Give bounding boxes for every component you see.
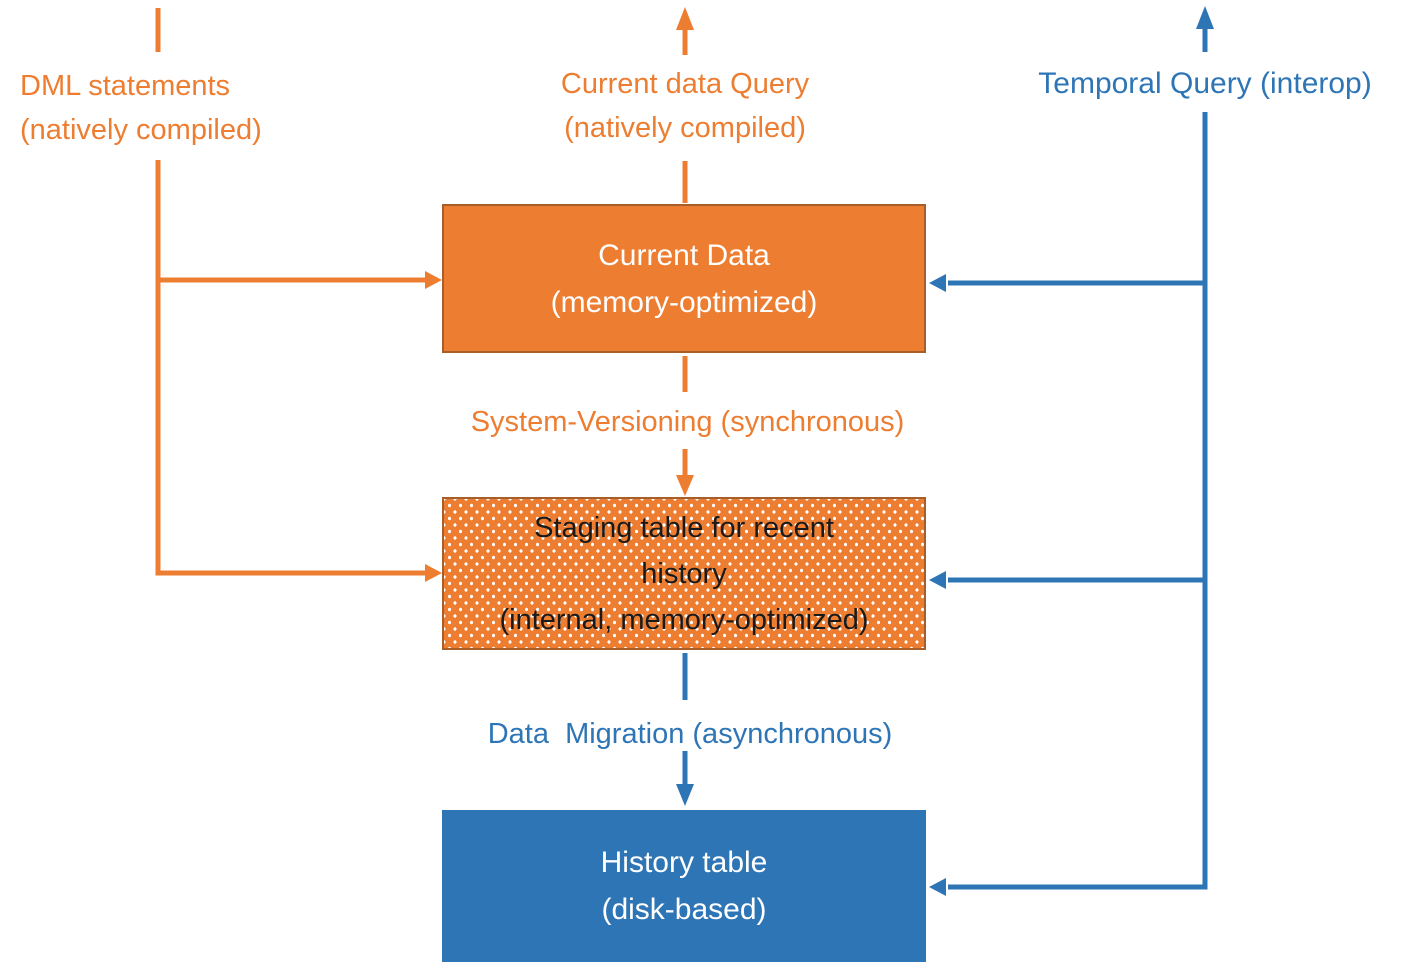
temporal-main-elbow-line [948,112,1208,890]
current-query-connector-group [676,7,694,203]
arrowhead-down-into-staging-icon [676,475,694,496]
temporal-query-connector-group [929,6,1214,896]
arrowhead-into-staging-left-icon [425,564,442,582]
staging-table-box: Staging table for recent history (intern… [442,497,926,650]
temporal-query-label: Temporal Query (interop) [1038,67,1372,100]
data-migration-label: Data Migration (asynchronous) [487,718,893,750]
arrowhead-into-history-right-icon [929,878,946,896]
history-table-box: History table (disk-based) [442,810,926,962]
arrowhead-into-current-left-icon [425,271,442,289]
arrowhead-into-staging-right-icon [929,571,946,589]
data-migration-connector-group [676,653,694,806]
dml-statements-label: DML statements (natively compiled) [20,70,262,146]
arrowhead-down-into-history-icon [676,784,694,806]
current-data-box: Current Data (memory-optimized) [442,204,926,353]
arrowhead-into-current-right-icon [929,274,946,292]
arrowhead-up-current-query-icon [676,7,694,30]
current-data-query-label: Current data Query (natively compiled) [560,68,810,144]
dml-elbow-to-staging-line [155,160,428,576]
arrowhead-up-temporal-query-icon [1196,6,1214,29]
system-versioning-label: System-Versioning (synchronous) [470,406,905,438]
dml-connector-group [155,8,442,582]
system-versioning-connector-group [676,356,694,496]
